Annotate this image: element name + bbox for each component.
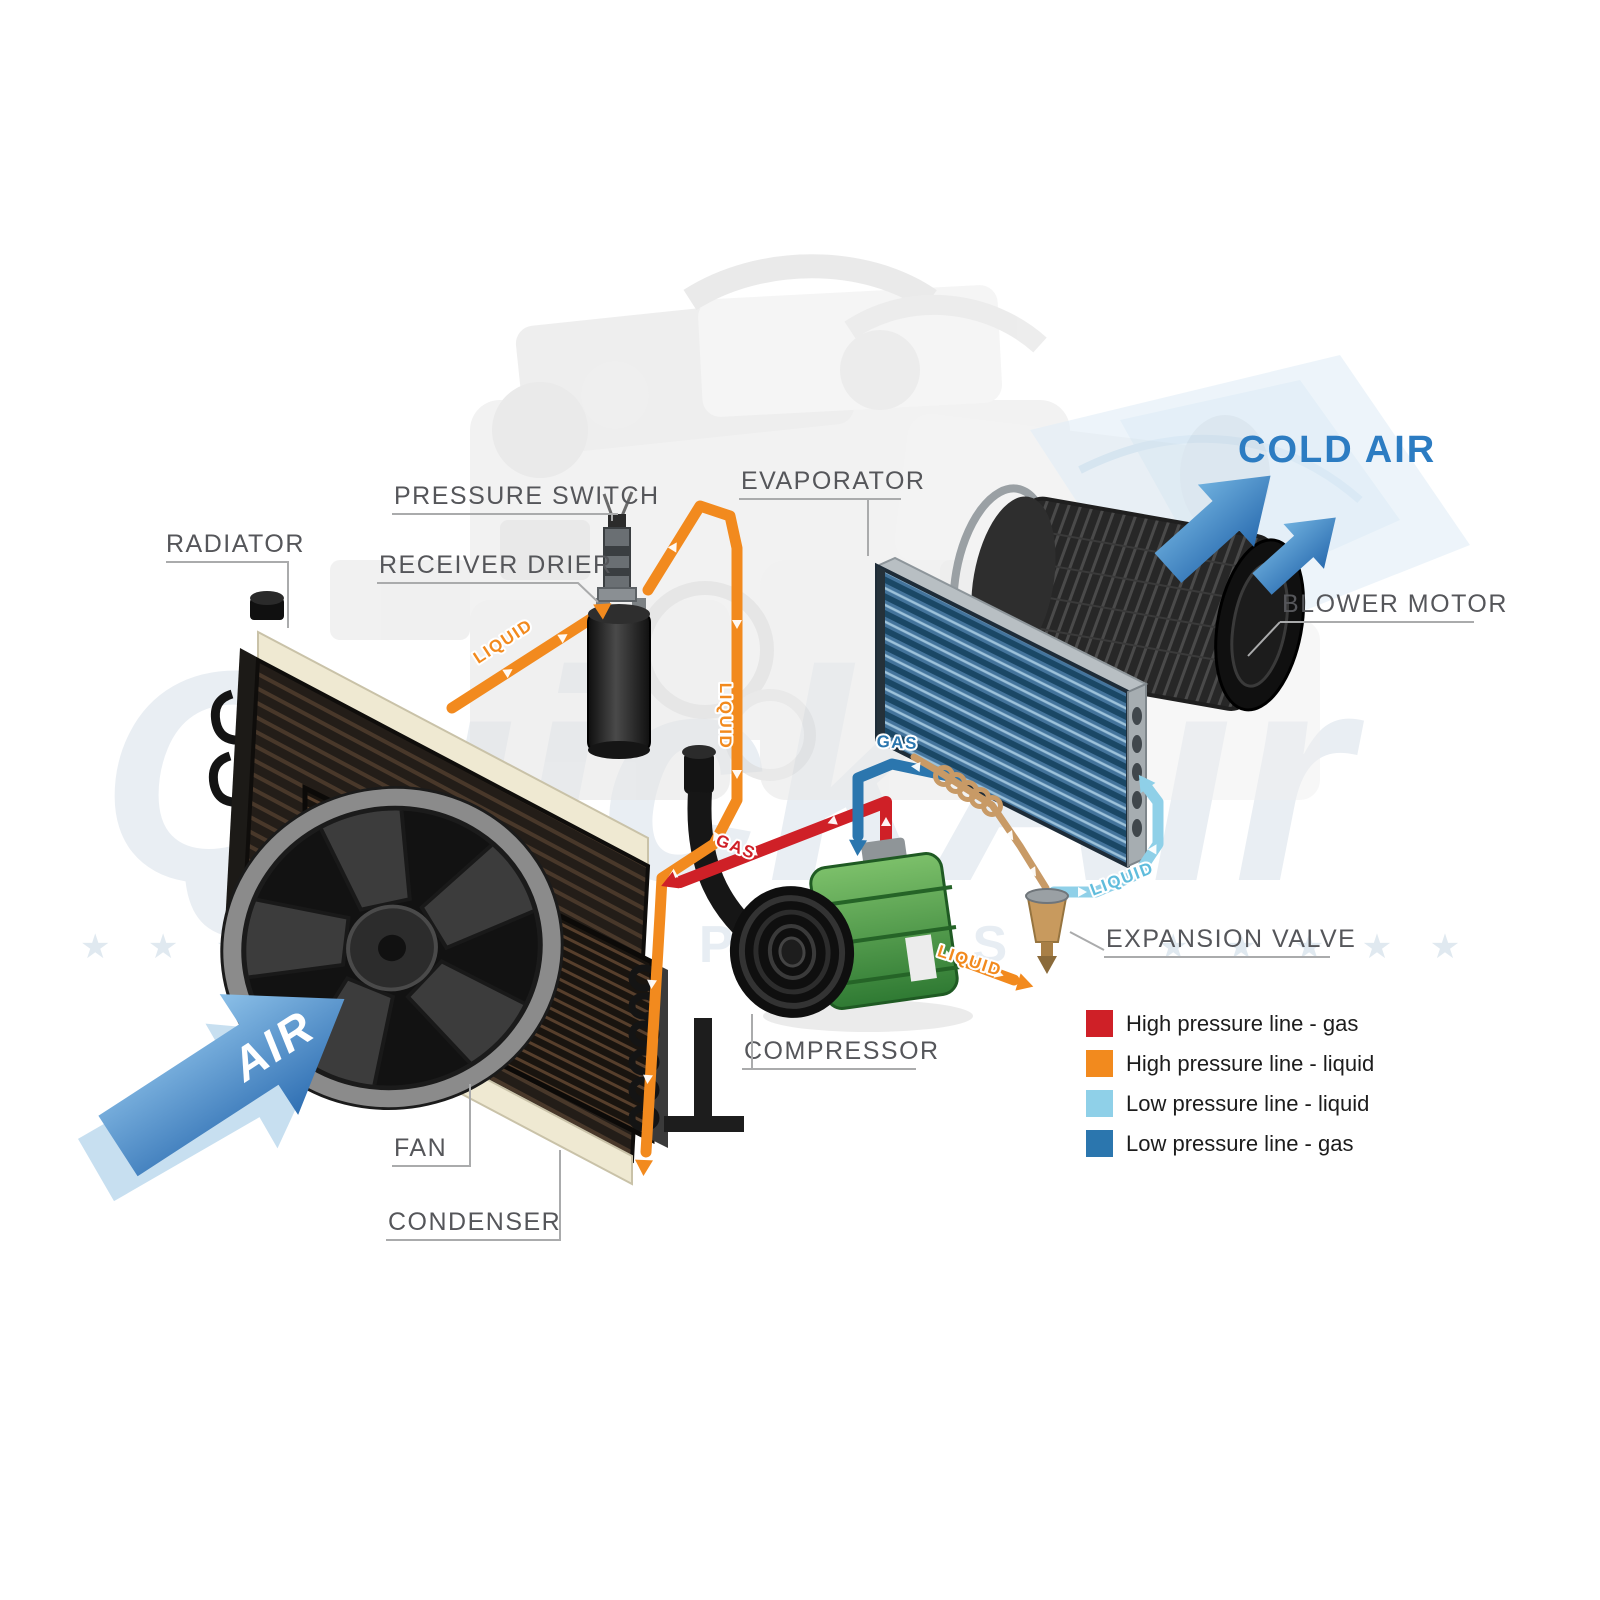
legend-swatch-low-gas bbox=[1086, 1130, 1113, 1157]
pipe-high-pressure-gas bbox=[674, 796, 892, 888]
refrigerant-lines bbox=[446, 500, 1164, 1158]
flow-chevrons bbox=[502, 542, 1157, 1176]
fan-shroud-ring bbox=[223, 788, 561, 1108]
evaporator-label: EVAPORATOR bbox=[741, 467, 925, 495]
receiver-drier bbox=[587, 598, 651, 759]
pressure-switch-label: PRESSURE SWITCH bbox=[394, 482, 660, 510]
legend-swatch-low-liquid bbox=[1086, 1090, 1113, 1117]
legend-item-high-liquid: High pressure line - liquid bbox=[1086, 1050, 1374, 1077]
receiver-drier-leader bbox=[377, 582, 599, 603]
legend-item-low-liquid: Low pressure line - liquid bbox=[1086, 1090, 1369, 1117]
pipe-low-pressure-gas bbox=[852, 758, 964, 842]
fan-leader bbox=[392, 1084, 471, 1167]
legend-label-low-liquid: Low pressure line - liquid bbox=[1126, 1091, 1369, 1116]
cold-air-arrow-large bbox=[1154, 475, 1271, 583]
legend-item-high-gas: High pressure line - gas bbox=[1086, 1010, 1358, 1037]
cold-air-arrows bbox=[1154, 475, 1336, 595]
cold-air-arrow-small bbox=[1252, 517, 1336, 595]
expansion-valve-label: EXPANSION VALVE bbox=[1106, 925, 1356, 953]
legend-item-low-gas: Low pressure line - gas bbox=[1086, 1130, 1353, 1157]
capillary-tube bbox=[910, 753, 1050, 892]
component-labels: RADIATOR PRESSURE SWITCH RECEIVER DRIER … bbox=[166, 467, 1508, 1241]
receiver-drier-label: RECEIVER DRIER bbox=[379, 551, 613, 579]
pipe-high-pressure-liquid bbox=[640, 500, 743, 1158]
pipe-high-pressure-liquid-inlet bbox=[446, 607, 606, 714]
mounting-bracket bbox=[664, 1018, 744, 1132]
capillary-coil bbox=[933, 765, 1003, 817]
legend-label-low-gas: Low pressure line - gas bbox=[1126, 1131, 1353, 1156]
air-arrow: AIR bbox=[78, 994, 345, 1202]
compressor-label-sticker bbox=[905, 934, 937, 982]
legend-label-high-gas: High pressure line - gas bbox=[1126, 1011, 1358, 1036]
pipe-low-pressure-liquid bbox=[1048, 780, 1164, 898]
flow-label-liquid-2: LIQUID bbox=[716, 683, 735, 750]
expansion-valve bbox=[1025, 888, 1069, 974]
compressor bbox=[729, 837, 973, 1032]
radiator-label: RADIATOR bbox=[166, 530, 305, 558]
radiator-leader bbox=[166, 561, 289, 628]
radiator-bracket-upper bbox=[210, 689, 243, 745]
fan-label: FAN bbox=[394, 1134, 447, 1162]
legend-swatch-high-liquid bbox=[1086, 1050, 1113, 1077]
radiator-bracket-lower bbox=[208, 751, 241, 807]
compressor-label: COMPRESSOR bbox=[744, 1037, 940, 1065]
condenser-label: CONDENSER bbox=[388, 1208, 561, 1236]
flow-label-gas-blue: GAS bbox=[876, 732, 918, 753]
condenser-leader bbox=[386, 1150, 561, 1241]
blower-motor-label: BLOWER MOTOR bbox=[1282, 590, 1508, 618]
legend-label-high-liquid: High pressure line - liquid bbox=[1126, 1051, 1374, 1076]
legend: High pressure line - gas High pressure l… bbox=[1086, 1010, 1374, 1157]
pressure-switch bbox=[597, 491, 637, 602]
watermark-stars-right: ★ ★ ★ ★ ★ bbox=[1158, 928, 1474, 966]
compressor-pulley bbox=[729, 886, 855, 1018]
cold-air-label: COLD AIR bbox=[1238, 429, 1436, 471]
legend-swatch-high-gas bbox=[1086, 1010, 1113, 1037]
evaporator bbox=[874, 556, 1149, 870]
